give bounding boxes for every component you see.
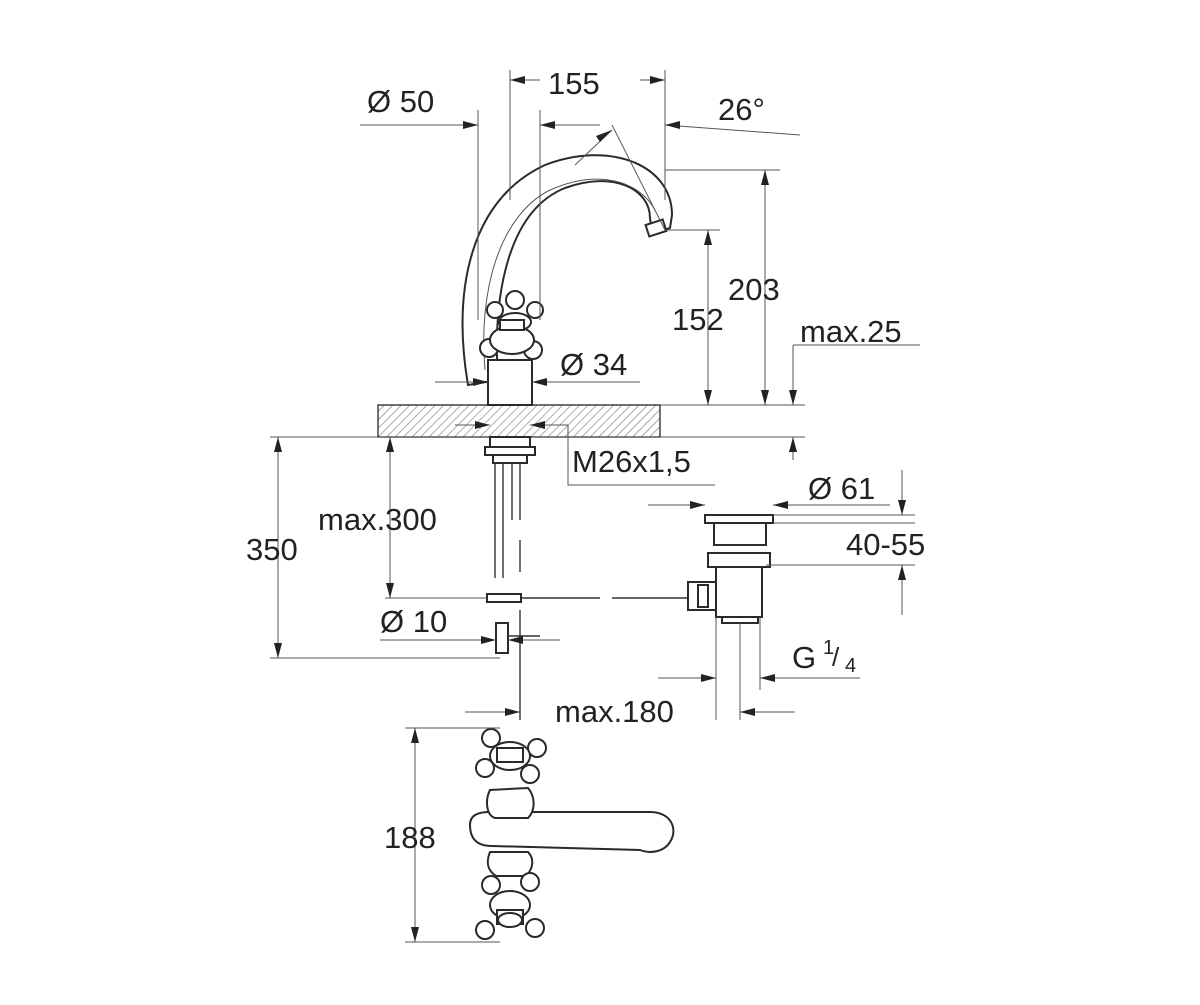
spout-outer bbox=[461, 154, 674, 387]
deck-hatched bbox=[377, 404, 661, 438]
dim-deck-max: max.25 bbox=[800, 314, 902, 349]
dim-drain-thread-g: G bbox=[792, 640, 816, 675]
dim-spout-angle: 26° bbox=[718, 92, 765, 127]
shank bbox=[489, 436, 531, 448]
dim-152: 152 bbox=[672, 302, 724, 337]
dim-350: 350 bbox=[246, 532, 298, 567]
drain-neck bbox=[713, 522, 767, 546]
dim-handle-diameter: Ø 50 bbox=[367, 84, 434, 119]
dim-203: 203 bbox=[728, 272, 780, 307]
drain-flange bbox=[704, 514, 774, 524]
drain-nut bbox=[707, 552, 771, 568]
faucet-side-view bbox=[461, 154, 688, 720]
rod-clip bbox=[495, 622, 509, 654]
drain-assembly bbox=[687, 514, 774, 624]
body-column bbox=[487, 359, 533, 406]
dim-drain-range: 40-55 bbox=[846, 527, 925, 562]
dim-thread: M26x1,5 bbox=[572, 444, 691, 479]
dim-drain-thread-den: 4 bbox=[845, 655, 856, 677]
drain-body bbox=[715, 566, 763, 618]
spout-inner-line bbox=[483, 178, 656, 371]
dim-drain-thread-num: 1 bbox=[823, 637, 834, 659]
dim-188: 188 bbox=[384, 820, 436, 855]
shank-nut bbox=[484, 446, 536, 456]
dim-drain-diameter: Ø 61 bbox=[808, 471, 875, 506]
aerator bbox=[644, 218, 668, 238]
cross-handle-side bbox=[479, 290, 544, 360]
faucet-plan-view bbox=[468, 728, 675, 940]
drain-pivot-nut bbox=[697, 584, 709, 608]
dim-body-diameter: Ø 34 bbox=[560, 347, 627, 382]
dim-drain-thread-slash: / bbox=[832, 642, 840, 672]
shank-lower bbox=[492, 454, 528, 464]
dim-max-300: max.300 bbox=[318, 502, 437, 537]
dim-155: 155 bbox=[548, 66, 600, 101]
dim-max-180: max.180 bbox=[555, 694, 674, 729]
drain-tail bbox=[721, 616, 759, 624]
spout-plan bbox=[468, 811, 675, 853]
rod-end bbox=[486, 593, 522, 603]
dim-pipe-diameter: Ø 10 bbox=[380, 604, 447, 639]
